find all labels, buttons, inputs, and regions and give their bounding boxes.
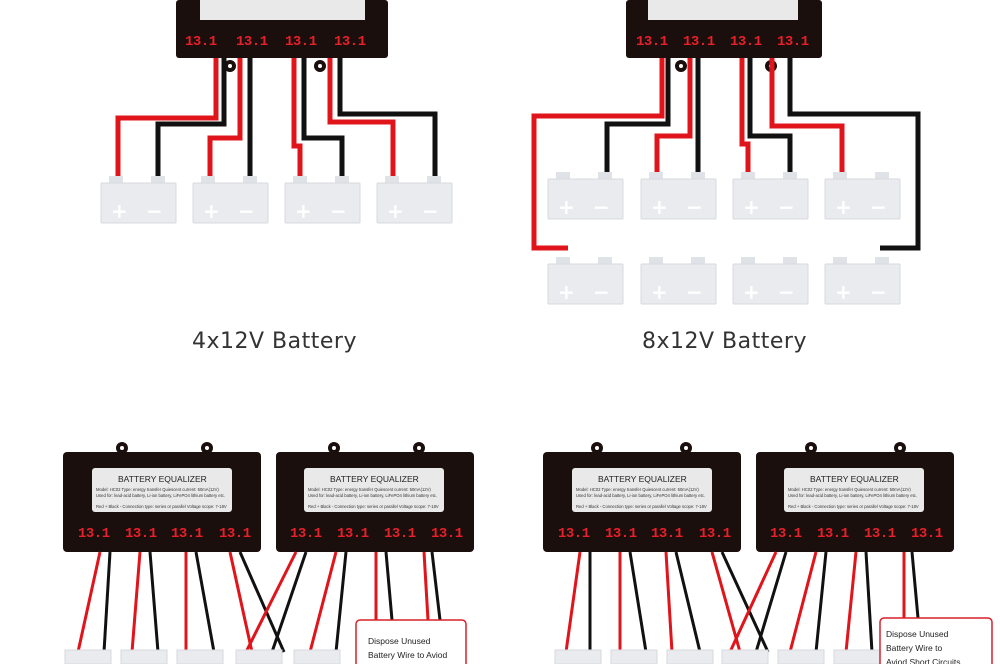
svg-text:+: + bbox=[651, 280, 668, 304]
voltage-display-1: 13.1 bbox=[636, 34, 668, 50]
svg-text:−: − bbox=[870, 195, 887, 219]
svg-text:BATTERY EQUALIZER: BATTERY EQUALIZER bbox=[598, 474, 687, 484]
caption-4x12v: 4x12V Battery bbox=[192, 329, 357, 354]
svg-text:−: − bbox=[593, 280, 610, 304]
svg-text:+: + bbox=[558, 280, 575, 304]
svg-text:+: + bbox=[387, 199, 404, 223]
svg-text:BATTERY EQUALIZER: BATTERY EQUALIZER bbox=[330, 474, 419, 484]
voltage-display-3: 13.1 bbox=[730, 34, 762, 50]
svg-text:Model: HC02 Type: energy tra: Model: HC02 Type: energy transfer Quiesc… bbox=[576, 487, 699, 492]
svg-text:Red + Black - Connection: Red + Black - Connection type: series or… bbox=[576, 504, 707, 509]
equalizer-label-panel bbox=[572, 468, 712, 512]
svg-text:−: − bbox=[330, 199, 347, 223]
svg-text:−: − bbox=[778, 280, 795, 304]
mount-lug-icon bbox=[675, 60, 687, 72]
diagram-dual-equalizer-right: BATTERY EQUALIZER Model: HC02 Type: ener… bbox=[543, 442, 993, 664]
svg-text:−: − bbox=[686, 280, 703, 304]
equalizer-label-panel bbox=[200, 0, 365, 20]
svg-text:13.1: 13.1 bbox=[911, 526, 943, 542]
svg-text:Red + Black - Connection: Red + Black - Connection type: series or… bbox=[96, 504, 227, 509]
svg-text:BATTERY EQUALIZER: BATTERY EQUALIZER bbox=[118, 474, 207, 484]
svg-text:+: + bbox=[743, 280, 760, 304]
svg-text:+: + bbox=[295, 199, 312, 223]
voltage-display-3: 13.1 bbox=[285, 34, 317, 50]
svg-text:Red + Black - Connection: Red + Black - Connection type: series or… bbox=[308, 504, 439, 509]
voltage-display-2: 13.1 bbox=[236, 34, 268, 50]
svg-text:−: − bbox=[870, 280, 887, 304]
svg-text:13.1: 13.1 bbox=[290, 526, 322, 542]
svg-text:+: + bbox=[558, 195, 575, 219]
voltage-display-1: 13.1 bbox=[185, 34, 217, 50]
svg-text:−: − bbox=[686, 195, 703, 219]
svg-text:13.1: 13.1 bbox=[219, 526, 251, 542]
svg-text:13.1: 13.1 bbox=[384, 526, 416, 542]
svg-text:Used for: lead-acid battery, L: Used for: lead-acid battery, Li-ion batt… bbox=[96, 493, 225, 498]
svg-text:13.1: 13.1 bbox=[699, 526, 731, 542]
svg-text:BATTERY EQUALIZER: BATTERY EQUALIZER bbox=[810, 474, 899, 484]
svg-text:Model: HC02 Type: energy tra: Model: HC02 Type: energy transfer Quiesc… bbox=[96, 487, 219, 492]
warning-note-box bbox=[355, 619, 467, 664]
battery-row bbox=[64, 649, 341, 664]
svg-text:Used for: lead-acid battery, L: Used for: lead-acid battery, Li-ion batt… bbox=[308, 493, 437, 498]
svg-text:Used for: lead-acid battery, L: Used for: lead-acid battery, Li-ion batt… bbox=[576, 493, 705, 498]
wires bbox=[564, 551, 920, 653]
svg-text:13.1: 13.1 bbox=[864, 526, 896, 542]
svg-text:Red + Black - Connection: Red + Black - Connection type: series or… bbox=[788, 504, 919, 509]
note-line: Dispose Unused bbox=[886, 629, 949, 639]
diagram-4x12v: 13.1 13.1 13.1 13.1 +− +− +− +− bbox=[100, 0, 453, 354]
svg-text:+: + bbox=[835, 280, 852, 304]
svg-text:13.1: 13.1 bbox=[125, 526, 157, 542]
svg-text:+: + bbox=[835, 195, 852, 219]
svg-text:−: − bbox=[593, 195, 610, 219]
warning-note-text: Dispose Unused Battery Wire to Aviod Sho… bbox=[886, 629, 960, 664]
warning-note-text: Dispose Unused Battery Wire to Aviod bbox=[368, 636, 447, 660]
svg-text:−: − bbox=[146, 199, 163, 223]
battery-signs: +− +− +− +− +− +− +− +− bbox=[558, 195, 887, 304]
svg-text:Used for: lead-acid battery, L: Used for: lead-acid battery, Li-ion batt… bbox=[788, 493, 917, 498]
svg-text:13.1: 13.1 bbox=[78, 526, 110, 542]
note-line: Battery Wire to bbox=[886, 643, 942, 653]
caption-8x12v: 8x12V Battery bbox=[642, 329, 807, 354]
wires bbox=[76, 551, 442, 653]
mount-lug-icon bbox=[314, 60, 326, 72]
svg-text:−: − bbox=[422, 199, 439, 223]
svg-text:13.1: 13.1 bbox=[558, 526, 590, 542]
voltage-display-4: 13.1 bbox=[334, 34, 366, 50]
svg-text:−: − bbox=[778, 195, 795, 219]
svg-text:13.1: 13.1 bbox=[651, 526, 683, 542]
voltage-display-2: 13.1 bbox=[683, 34, 715, 50]
svg-text:−: − bbox=[238, 199, 255, 223]
equalizer-label-panel bbox=[92, 468, 232, 512]
diagram-dual-equalizer-left: BATTERY EQUALIZER Model: HC02 Type: ener… bbox=[63, 442, 474, 664]
note-line: Battery Wire to Aviod bbox=[368, 650, 447, 660]
wires bbox=[531, 58, 921, 251]
note-line: Aviod Short Circuits bbox=[886, 657, 960, 664]
equalizer-label-panel bbox=[648, 0, 798, 20]
diagram-8x12v: 13.1 13.1 13.1 13.1 +− +− bbox=[531, 0, 921, 354]
wires bbox=[115, 58, 438, 176]
battery-row bbox=[554, 649, 881, 664]
svg-text:13.1: 13.1 bbox=[605, 526, 637, 542]
svg-text:13.1: 13.1 bbox=[817, 526, 849, 542]
battery-signs: +− +− +− +− bbox=[111, 199, 439, 223]
svg-text:+: + bbox=[743, 195, 760, 219]
equalizer-label-panel bbox=[304, 468, 444, 512]
warning-note-box bbox=[879, 617, 993, 664]
svg-text:+: + bbox=[203, 199, 220, 223]
equalizer-label-panel bbox=[784, 468, 924, 512]
svg-text:13.1: 13.1 bbox=[171, 526, 203, 542]
svg-text:Model: HC02 Type: energy tra: Model: HC02 Type: energy transfer Quiesc… bbox=[308, 487, 431, 492]
svg-text:+: + bbox=[651, 195, 668, 219]
svg-text:13.1: 13.1 bbox=[770, 526, 802, 542]
svg-text:Model: HC02 Type: energy tra: Model: HC02 Type: energy transfer Quiesc… bbox=[788, 487, 911, 492]
svg-text:+: + bbox=[111, 199, 128, 223]
voltage-display-4: 13.1 bbox=[777, 34, 809, 50]
svg-text:13.1: 13.1 bbox=[337, 526, 369, 542]
svg-text:13.1: 13.1 bbox=[431, 526, 463, 542]
note-line: Dispose Unused bbox=[368, 636, 431, 646]
